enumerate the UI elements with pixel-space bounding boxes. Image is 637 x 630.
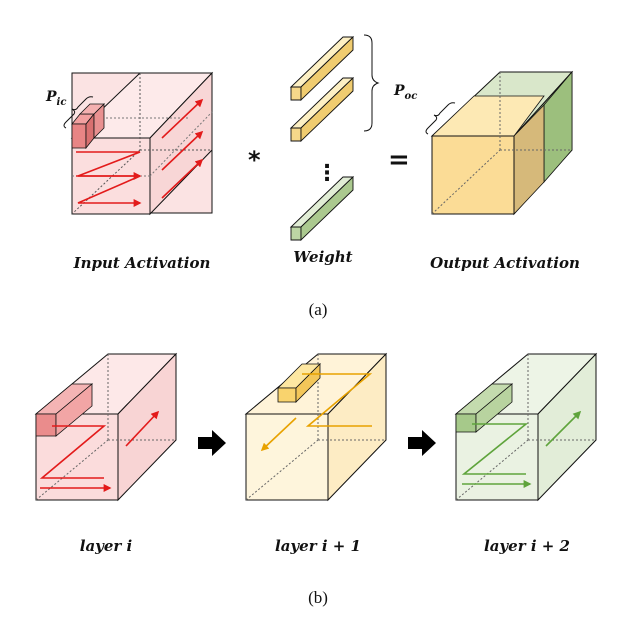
arrow-right-icon: [408, 430, 436, 456]
layer-i-plus-2-label: layer i + 2: [484, 537, 570, 555]
caption-b: (b): [308, 588, 328, 607]
conv-operator: *: [248, 146, 261, 174]
weight-ellipsis: ⋮: [316, 161, 338, 186]
layer-i-plus-2-cube: [454, 352, 598, 502]
layer-i-cube: [34, 352, 178, 502]
p-oc-symbol: Poc: [393, 83, 417, 102]
caption-a: (a): [309, 300, 328, 319]
weight-stack: ⋮: [289, 35, 355, 242]
layer-i-label: layer i: [80, 537, 133, 555]
output-activation-cube: [430, 70, 574, 216]
input-activation-label: Input Activation: [73, 254, 211, 272]
p-ic-annotation: Pic: [45, 89, 94, 129]
output-brace: [425, 102, 456, 135]
weight-label: Weight: [293, 248, 352, 266]
layer-i-plus-1-label: layer i + 1: [275, 537, 361, 555]
layer-i-plus-1-cube: [244, 352, 388, 502]
output-activation-label: Output Activation: [430, 254, 580, 272]
p-oc-annotation: Poc: [363, 34, 417, 132]
input-activation-cube: [70, 71, 214, 216]
arrow-right-icon: [198, 430, 226, 456]
p-ic-symbol: Pic: [45, 89, 66, 108]
equals-operator: =: [388, 145, 410, 175]
